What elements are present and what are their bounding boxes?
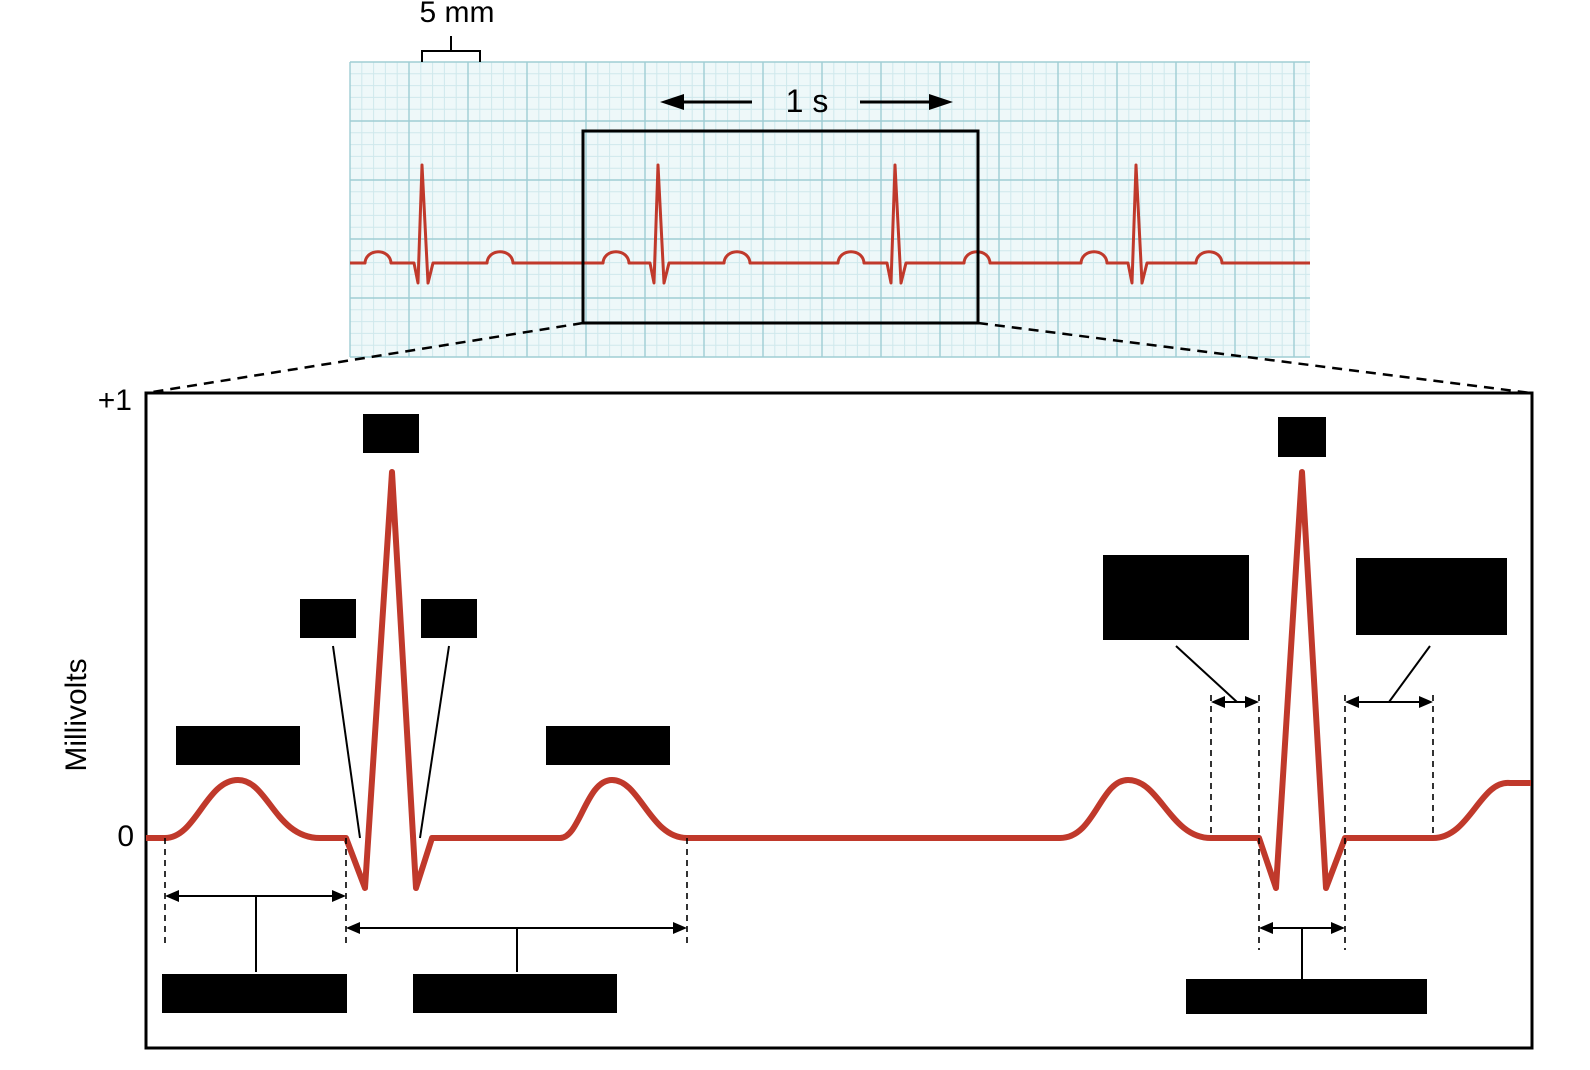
zoom-projection-lines — [145, 321, 1532, 395]
ecg-paper-strip — [349, 61, 1310, 358]
zoomed-ecg-trace — [146, 469, 1531, 891]
time-span-label: 1 s — [786, 83, 829, 119]
redacted-t-wave-label — [546, 726, 670, 765]
scale-label: 5 mm — [420, 0, 495, 29]
zoomed-panel — [144, 391, 1534, 1050]
paper-grid-minor — [350, 62, 1310, 357]
redacted-labels — [162, 414, 1507, 1014]
redacted-r-label-2 — [1278, 417, 1326, 457]
zoom-selection-box — [581, 129, 980, 325]
redacted-q-label — [300, 599, 356, 638]
redacted-s-label — [421, 599, 477, 638]
interval-guides — [164, 695, 1434, 950]
paper-background — [350, 62, 1310, 357]
redacted-pr-segment-label — [1103, 555, 1249, 640]
redacted-qrs-interval-label — [1186, 979, 1427, 1014]
redacted-p-wave-label — [176, 726, 300, 765]
interval-markers — [178, 645, 1431, 982]
zoomed-panel-frame — [144, 391, 1534, 1050]
strip-ecg-trace — [350, 163, 1310, 285]
y-axis-title: Millivolts — [60, 658, 93, 771]
redacted-pr-interval-label — [162, 974, 347, 1013]
time-span-arrow: 1 s — [660, 83, 953, 119]
redacted-r-label-1 — [363, 414, 419, 453]
scale-bracket: 5 mm — [420, 0, 495, 62]
redacted-qt-interval-label — [413, 974, 617, 1013]
redacted-st-segment-label — [1356, 558, 1507, 635]
paper-grid-major — [349, 61, 1310, 358]
y-axis-max-label: +1 — [98, 384, 132, 417]
arrowheads — [165, 696, 1433, 934]
y-axis-zero-label: 0 — [117, 820, 134, 853]
